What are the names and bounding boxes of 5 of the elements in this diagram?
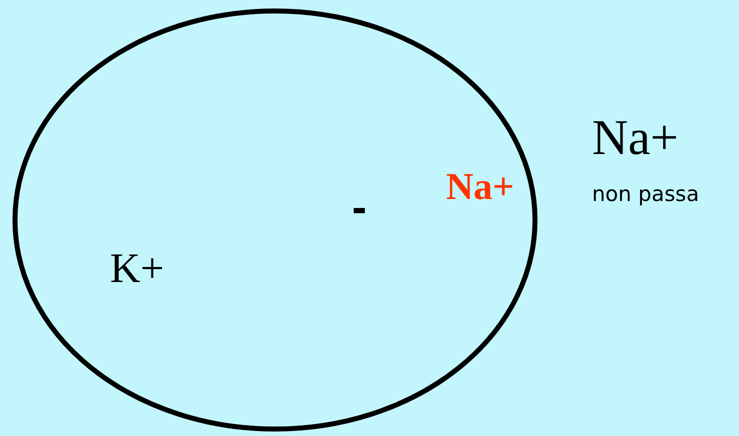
note-text: non passa bbox=[592, 184, 700, 205]
ion-label: Na+ bbox=[446, 168, 514, 206]
ion-label: K+ bbox=[110, 248, 164, 290]
ion-label: Na+ bbox=[592, 112, 678, 162]
charge-sign: - bbox=[352, 186, 367, 230]
